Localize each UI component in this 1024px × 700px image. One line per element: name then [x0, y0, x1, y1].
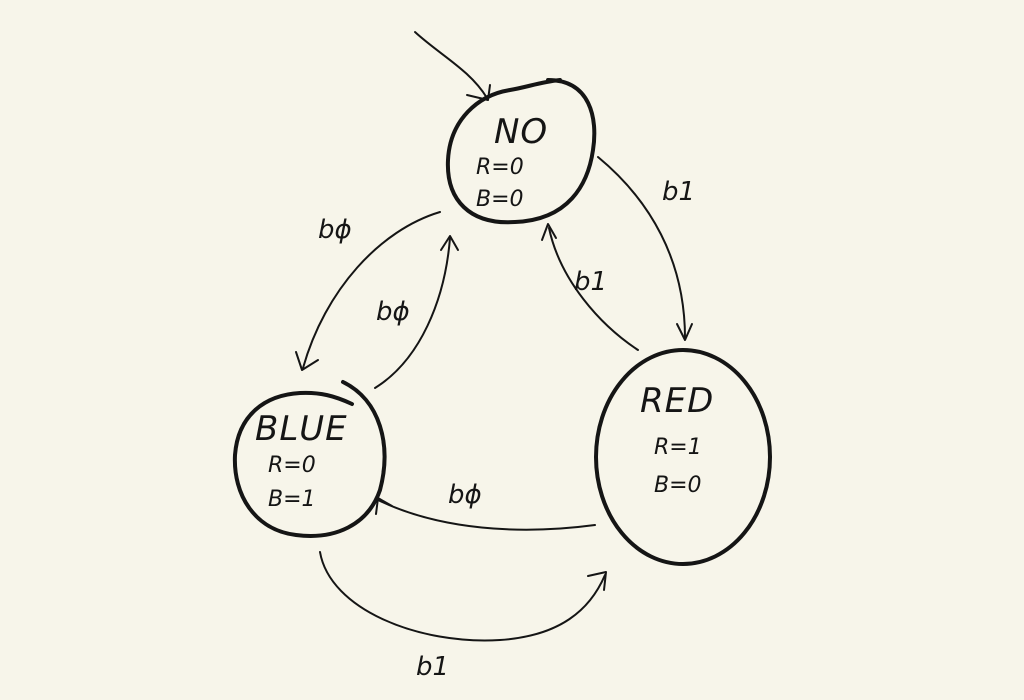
state-blue: BLUE R=0 B=1 — [232, 380, 387, 538]
state-no-name: NO — [494, 112, 548, 152]
edge-blue-to-no-label: bϕ — [376, 297, 410, 327]
state-blue-output-b: B=1 — [268, 487, 316, 512]
edge-no-to-red-label: b1 — [662, 177, 695, 207]
state-no: NO R=0 B=0 — [445, 78, 597, 225]
edge-no-to-blue: bϕ — [295, 211, 441, 371]
initial-arrow — [414, 31, 491, 101]
state-red: RED R=1 B=0 — [594, 348, 772, 566]
edge-no-to-red: b1 — [597, 156, 695, 341]
edge-red-to-blue-label: bϕ — [448, 480, 482, 510]
state-no-output-r: R=0 — [476, 155, 524, 180]
state-red-name: RED — [640, 381, 714, 421]
state-red-output-r: R=1 — [654, 435, 702, 460]
edge-no-to-blue-label: bϕ — [318, 215, 352, 245]
edge-red-to-no-label: b1 — [574, 267, 607, 297]
state-blue-output-r: R=0 — [268, 453, 316, 478]
state-blue-name: BLUE — [255, 409, 348, 449]
state-red-output-b: B=0 — [654, 473, 702, 498]
edge-blue-to-red-label: b1 — [416, 652, 449, 682]
edge-blue-to-no: bϕ — [374, 235, 459, 389]
state-blue-border — [232, 380, 387, 538]
edge-blue-to-red: b1 — [319, 551, 607, 682]
edge-red-to-no: b1 — [541, 223, 639, 351]
state-no-output-b: B=0 — [476, 187, 524, 212]
state-no-border — [445, 78, 597, 225]
edge-red-to-blue: bϕ — [375, 480, 596, 531]
state-red-border — [594, 348, 772, 566]
